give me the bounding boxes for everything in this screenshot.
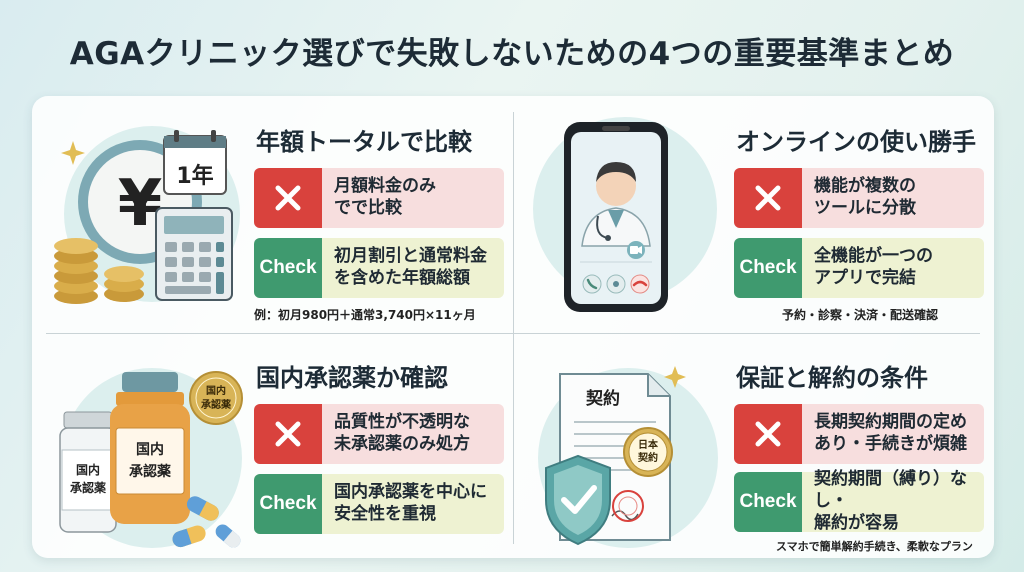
bottle-small-label-line1: 国内 [76, 462, 100, 477]
vertical-divider [513, 112, 514, 544]
example-note: 例：初月980円＋通常3,740円×11ヶ月 [254, 308, 476, 322]
good-criterion-card: Check 初月割引と通常料金を含めた年額総額 [254, 238, 504, 298]
video-icon [627, 241, 645, 259]
section-heading: オンラインの使い勝手 [736, 128, 976, 156]
bad-criterion-text: 長期契約期間の定めあり・手続きが煩雑 [814, 412, 967, 454]
section-heading: 国内承認薬か確認 [256, 364, 448, 392]
bad-criterion-card: 機能が複数のツールに分散 [734, 168, 984, 228]
calendar-icon: 1年 [163, 130, 227, 195]
medicine-bottle-large-icon: 国内 承認薬 [110, 372, 190, 524]
section-domestic-approved: 国内 承認薬 国内 承認薬 国内 承認薬 国内承認薬か確認 品質性が不透 [40, 340, 510, 560]
bad-criterion-text: 品質性が不透明な未承認薬のみ処方 [334, 412, 470, 454]
coin-stack-icon [54, 238, 144, 304]
check-badge: Check [254, 474, 322, 534]
check-badge: Check [254, 238, 322, 298]
doctor-icon [581, 162, 651, 247]
cross-icon [734, 404, 802, 464]
speaker-icon [606, 274, 626, 294]
bad-criterion-card: 長期契約期間の定めあり・手続きが煩雑 [734, 404, 984, 464]
approval-seal-icon: 国内 承認薬 [189, 371, 243, 425]
bad-criterion-card: 品質性が不透明な未承認薬のみ処方 [254, 404, 504, 464]
good-criterion-text: 契約期間（縛り）なし・解約が容易 [814, 469, 967, 533]
bottle-large-label-line1: 国内 [136, 441, 164, 458]
calculator-icon [155, 207, 233, 301]
seal-label-line1: 日本 [638, 438, 659, 451]
phone-icon [582, 274, 602, 294]
illustration-contract: 契約 日本 契約 [538, 366, 718, 548]
seal-label-line2: 承認薬 [201, 398, 232, 411]
section-heading: 保証と解約の条件 [736, 364, 928, 392]
cross-icon [254, 404, 322, 464]
section-heading: 年額トータルで比較 [256, 128, 472, 156]
section-annual-total: ¥ 1年 [40, 104, 510, 324]
good-criterion-text: 全機能が一つのアプリで完結 [814, 246, 933, 288]
bottle-small-label-line2: 承認薬 [70, 480, 106, 495]
check-badge: Check [734, 238, 802, 298]
cross-icon [254, 168, 322, 228]
example-note: 予約・診察・決済・配送確認 [782, 308, 939, 322]
illustration-medicine: 国内 承認薬 国内 承認薬 国内 承認薬 [59, 368, 243, 548]
good-criterion-text: 国内承認薬を中心に安全性を重視 [334, 482, 487, 524]
page-title: AGAクリニック選びで失敗しないための4つの重要基準まとめ [69, 36, 955, 72]
check-badge: Check [734, 472, 802, 532]
medicine-bottle-icon: 国内 承認薬 [59, 411, 117, 533]
sparkle-icon [61, 141, 85, 165]
bad-criterion-text: 月額料金のみでで比較 [334, 176, 436, 218]
bad-criterion-card: 月額料金のみでで比較 [254, 168, 504, 228]
capsule-icon [172, 496, 241, 548]
bad-criterion-text: 機能が複数のツールに分散 [814, 176, 916, 218]
good-criterion-text: 初月割引と通常料金を含めた年額総額 [334, 246, 487, 288]
good-criterion-card: Check 契約期間（縛り）なし・解約が容易 [734, 469, 984, 533]
section-online-usability: オンラインの使い勝手 機能が複数のツールに分散 Check 全機能が一つのアプリ… [520, 104, 990, 324]
horizontal-divider [46, 333, 980, 334]
good-criterion-card: Check 国内承認薬を中心に安全性を重視 [254, 474, 504, 534]
hangup-icon [630, 274, 650, 294]
seal-label-line1: 国内 [206, 384, 226, 397]
seal-label-line2: 契約 [638, 451, 658, 464]
sparkle-icon [664, 366, 686, 388]
bottle-large-label-line2: 承認薬 [129, 463, 171, 480]
illustration-online [533, 117, 717, 312]
section-guarantee-cancellation: 契約 日本 契約 保証と解約の条件 長期契約期間の定めあり [520, 340, 990, 560]
example-note: スマホで簡単解約手続き、柔軟なプラン [776, 540, 973, 553]
illustration-annual-cost: ¥ 1年 [54, 126, 240, 304]
cross-icon [734, 168, 802, 228]
stamp-icon [612, 490, 644, 522]
contract-doc-title: 契約 [585, 388, 620, 409]
yen-symbol: ¥ [118, 167, 163, 241]
seal-icon: 日本 契約 [623, 427, 673, 477]
good-criterion-card: Check 全機能が一つのアプリで完結 [734, 238, 984, 298]
shield-check-icon [545, 454, 611, 546]
calendar-label: 1年 [176, 163, 213, 189]
